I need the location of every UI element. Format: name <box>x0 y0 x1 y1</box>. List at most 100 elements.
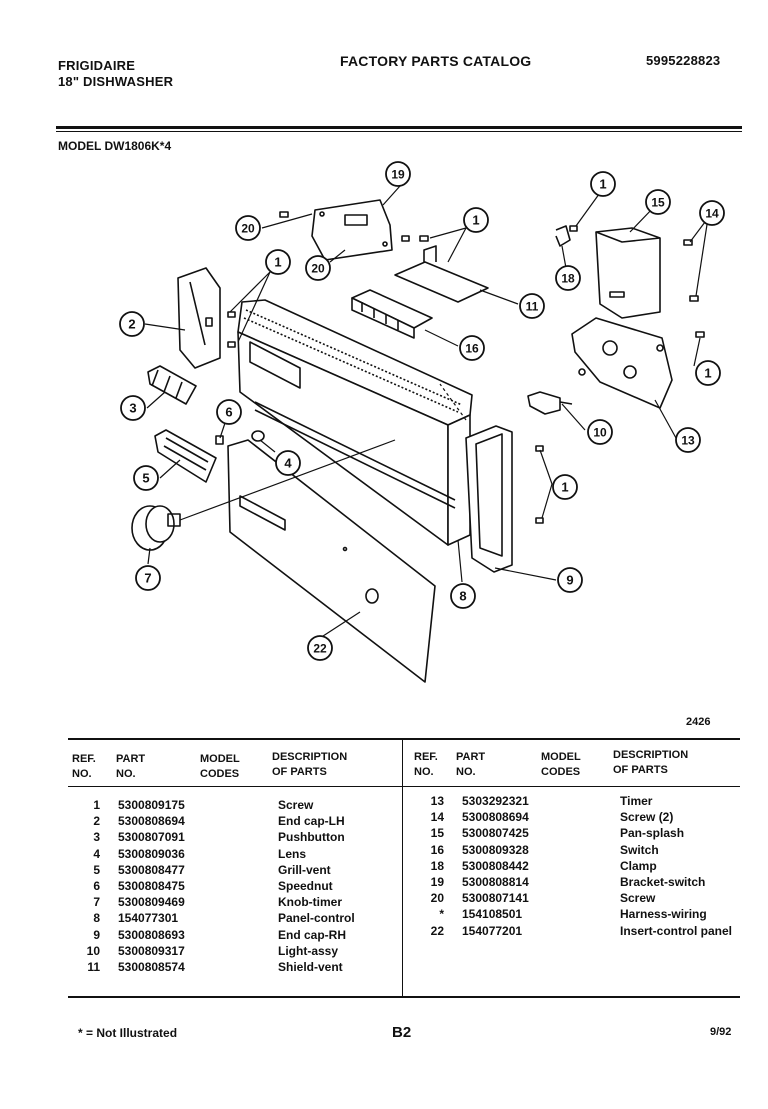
grill-vent-part <box>154 429 217 483</box>
svg-text:5: 5 <box>142 471 149 486</box>
svg-text:16: 16 <box>465 342 479 356</box>
cell-part: 5300808694 <box>118 814 185 829</box>
insert-panel-part <box>227 439 436 683</box>
callout-3: 3 <box>120 395 146 421</box>
cell-ref: 1 <box>93 798 100 812</box>
shield-vent-part <box>394 245 489 303</box>
cell-part: 5300808693 <box>118 927 185 942</box>
callout-11: 11 <box>519 293 545 319</box>
end-cap-rh-part <box>465 425 513 573</box>
callout-22: 22 <box>307 635 333 661</box>
svg-text:8: 8 <box>459 589 466 604</box>
bracket-switch-part <box>311 199 393 261</box>
callout-10: 10 <box>587 419 613 445</box>
cell-desc: Panel-control <box>278 911 355 926</box>
cell-ref: 22 <box>430 923 444 938</box>
callout-1: 1 <box>265 249 291 275</box>
cell-desc: Switch <box>620 842 659 857</box>
header-ref-left: REF.NO. <box>72 753 96 780</box>
cell-part: 154108501 <box>462 907 523 922</box>
cell-desc: Screw <box>278 798 314 812</box>
cell-part: 154077301 <box>118 911 179 926</box>
cell-desc: Timer <box>620 794 653 808</box>
cell-desc: Shield-vent <box>278 960 343 974</box>
screws <box>227 211 705 524</box>
callout-19: 19 <box>385 161 411 187</box>
cell-part: 154077201 <box>462 923 523 938</box>
cell-part: 5300808814 <box>462 875 529 889</box>
callout-8: 8 <box>450 583 476 609</box>
cell-ref: * <box>439 907 444 922</box>
brand-name: FRIGIDAIRE <box>58 58 136 73</box>
callout-14: 14 <box>699 200 725 226</box>
footnote: * = Not Illustrated <box>78 1026 178 1040</box>
svg-text:13: 13 <box>681 434 695 448</box>
svg-text:7: 7 <box>144 571 151 586</box>
svg-text:1: 1 <box>561 480 568 495</box>
switch-part <box>351 289 433 339</box>
svg-text:6: 6 <box>225 405 232 420</box>
callout-13: 13 <box>675 427 701 453</box>
cell-part: 5300808477 <box>118 862 185 877</box>
clamp-part <box>555 225 571 247</box>
revision-date: 9/92 <box>710 1026 732 1038</box>
leader-lines <box>144 185 709 639</box>
table-divider <box>402 738 403 996</box>
svg-text:2: 2 <box>128 317 135 332</box>
callout-9: 9 <box>557 567 583 593</box>
callout-1: 1 <box>695 360 721 386</box>
cell-ref: 8 <box>93 911 100 926</box>
callout-6: 6 <box>216 399 242 425</box>
cell-desc: Insert-control panel <box>620 923 733 938</box>
cell-part: 5300809036 <box>118 846 185 861</box>
svg-text:20: 20 <box>311 262 325 276</box>
callout-5: 5 <box>133 465 159 491</box>
callout-2: 2 <box>119 311 145 337</box>
callout-16: 16 <box>459 335 485 361</box>
cell-ref: 20 <box>430 891 444 906</box>
cell-part: 5300808574 <box>118 960 185 974</box>
svg-text:4: 4 <box>284 456 292 471</box>
cell-ref: 15 <box>430 826 444 841</box>
callout-18: 18 <box>555 265 581 291</box>
speednut-part <box>215 435 224 445</box>
pan-splash-part <box>595 227 661 319</box>
cell-part: 5300807425 <box>462 826 529 841</box>
cell-ref: 6 <box>93 879 100 893</box>
cell-desc: Harness-wiring <box>620 907 707 922</box>
cell-ref: 19 <box>430 875 444 889</box>
timer-part <box>571 317 673 409</box>
cell-desc: End cap-LH <box>278 814 345 829</box>
cell-desc: Lens <box>278 846 307 861</box>
callout-7: 7 <box>135 565 161 591</box>
cell-part: 5300809469 <box>118 895 185 910</box>
svg-text:22: 22 <box>313 642 327 656</box>
cell-part: 5300809175 <box>118 798 185 812</box>
cell-desc: Knob-timer <box>278 895 342 910</box>
lens-part <box>251 430 265 442</box>
cell-part: 5300807091 <box>118 830 185 845</box>
callout-1: 1 <box>552 474 578 500</box>
cell-ref: 14 <box>430 810 444 825</box>
cell-ref: 13 <box>430 794 444 808</box>
svg-text:1: 1 <box>274 255 281 270</box>
cell-ref: 10 <box>86 943 100 958</box>
page-number: B2 <box>392 1024 412 1041</box>
svg-text:1: 1 <box>704 366 711 381</box>
model-number: MODEL DW1806K*4 <box>58 139 172 153</box>
cell-desc: Clamp <box>620 858 657 873</box>
svg-text:3: 3 <box>129 401 136 416</box>
cell-desc: Screw (2) <box>620 810 674 825</box>
header-rule-thick <box>56 126 742 129</box>
cell-ref: 7 <box>93 895 100 910</box>
header-rule-thin <box>56 131 742 132</box>
callout-4: 4 <box>275 450 301 476</box>
cell-desc: End cap-RH <box>278 927 347 942</box>
